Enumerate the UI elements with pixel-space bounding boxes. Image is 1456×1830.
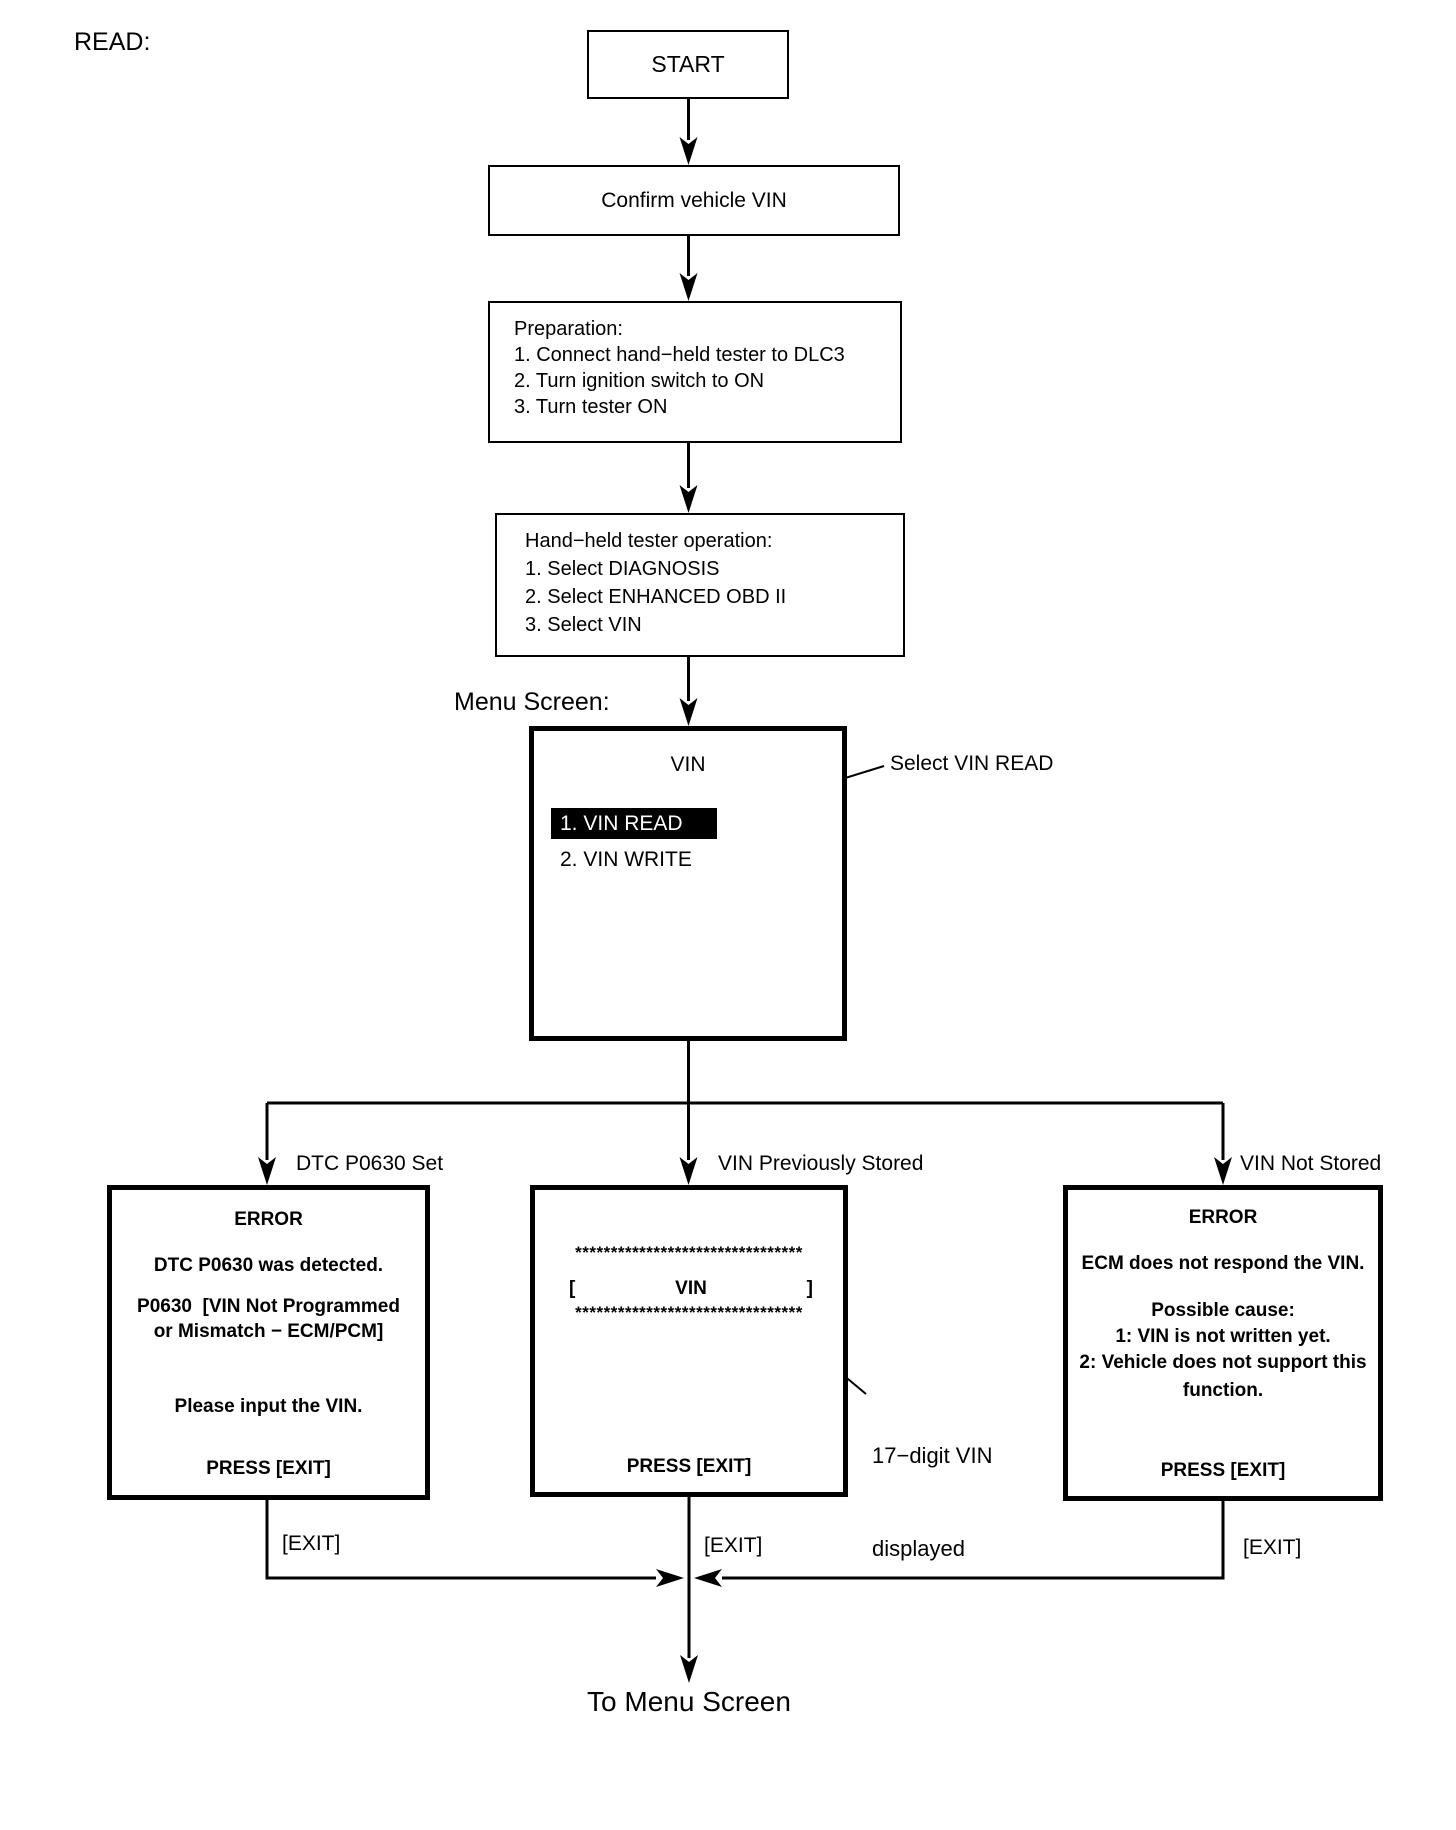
confirm-vin-node: Confirm vehicle VIN xyxy=(488,165,900,236)
exit-label-right: [EXIT] xyxy=(1243,1536,1302,1559)
vin-displayed-annotation: 17−digit VIN displayed xyxy=(872,1378,992,1626)
vin-displayed-annotation-line2: displayed xyxy=(872,1536,965,1561)
tester-operation-step-3: 3. Select VIN xyxy=(525,614,642,636)
ecm-error-line5: function. xyxy=(1182,1380,1264,1401)
select-vin-read-annotation: Select VIN READ xyxy=(890,752,1054,775)
preparation-step-3: 3. Turn tester ON xyxy=(514,396,668,418)
confirm-vin-label: Confirm vehicle VIN xyxy=(601,188,787,212)
ecm-error-line1: ECM does not respond the VIN. xyxy=(1081,1253,1365,1274)
tester-operation-node: Hand−held tester operation: 1. Select DI… xyxy=(495,513,905,657)
dtc-error-screen: ERROR DTC P0630 was detected. P0630 [VIN… xyxy=(107,1185,430,1500)
menu-item-vin-write: 2. VIN WRITE xyxy=(560,848,692,871)
vin-display-stars-top: ******************************** xyxy=(575,1243,803,1262)
vin-display-screen: ******************************** [ VIN ]… xyxy=(530,1185,848,1497)
menu-title: VIN xyxy=(670,753,706,776)
menu-item-vin-read: 1. VIN READ xyxy=(551,808,717,839)
ecm-error-line2: Possible cause: xyxy=(1151,1300,1295,1321)
dtc-error-title: ERROR xyxy=(234,1209,303,1230)
vin-displayed-annotation-line1: 17−digit VIN xyxy=(872,1443,993,1468)
dtc-error-line3: or Mismatch − ECM/PCM] xyxy=(153,1321,384,1342)
flow-lines xyxy=(265,99,1225,1658)
ecm-error-screen: ERROR ECM does not respond the VIN. Poss… xyxy=(1063,1185,1383,1501)
tester-operation-step-1: 1. Select DIAGNOSIS xyxy=(525,558,720,580)
preparation-node: Preparation: 1. Connect hand−held tester… xyxy=(488,301,902,443)
dtc-error-line4: Please input the VIN. xyxy=(174,1396,363,1417)
dtc-error-line1: DTC P0630 was detected. xyxy=(153,1255,384,1276)
preparation-title: Preparation: xyxy=(514,318,623,340)
branch-label-vin-not-stored: VIN Not Stored xyxy=(1240,1152,1382,1175)
menu-screen-node: VIN 1. VIN READ 2. VIN WRITE xyxy=(529,726,847,1041)
preparation-step-2: 2. Turn ignition switch to ON xyxy=(514,370,765,392)
vin-display-label: VIN xyxy=(675,1278,707,1299)
vin-bracket-open: [ xyxy=(569,1278,576,1299)
exit-label-center: [EXIT] xyxy=(704,1534,763,1557)
to-menu-screen-label: To Menu Screen xyxy=(587,1686,791,1717)
exit-label-left: [EXIT] xyxy=(282,1532,341,1555)
arrowheads xyxy=(258,137,1232,1683)
read-section-label: READ: xyxy=(74,28,151,56)
branch-label-vin-stored: VIN Previously Stored xyxy=(718,1152,924,1175)
ecm-error-press-exit: PRESS [EXIT] xyxy=(1160,1460,1286,1481)
preparation-step-1: 1. Connect hand−held tester to DLC3 xyxy=(514,344,845,366)
ecm-error-title: ERROR xyxy=(1188,1207,1258,1228)
dtc-error-line2: P0630 [VIN Not Programmed xyxy=(137,1296,400,1317)
start-label: START xyxy=(651,51,725,77)
tester-operation-step-2: 2. Select ENHANCED OBD II xyxy=(525,586,787,608)
vin-bracket-close: ] xyxy=(806,1278,813,1299)
vin-display-stars-bottom: ******************************** xyxy=(575,1303,803,1322)
dtc-error-press-exit: PRESS [EXIT] xyxy=(206,1458,331,1479)
menu-screen-caption: Menu Screen: xyxy=(454,688,610,716)
ecm-error-line3: 1: VIN is not written yet. xyxy=(1115,1326,1331,1347)
vin-display-press-exit: PRESS [EXIT] xyxy=(626,1456,752,1477)
start-node: START xyxy=(587,30,789,99)
branch-label-dtc-set: DTC P0630 Set xyxy=(296,1152,444,1175)
ecm-error-line4: 2: Vehicle does not support this xyxy=(1079,1352,1367,1373)
tester-operation-title: Hand−held tester operation: xyxy=(525,530,773,552)
